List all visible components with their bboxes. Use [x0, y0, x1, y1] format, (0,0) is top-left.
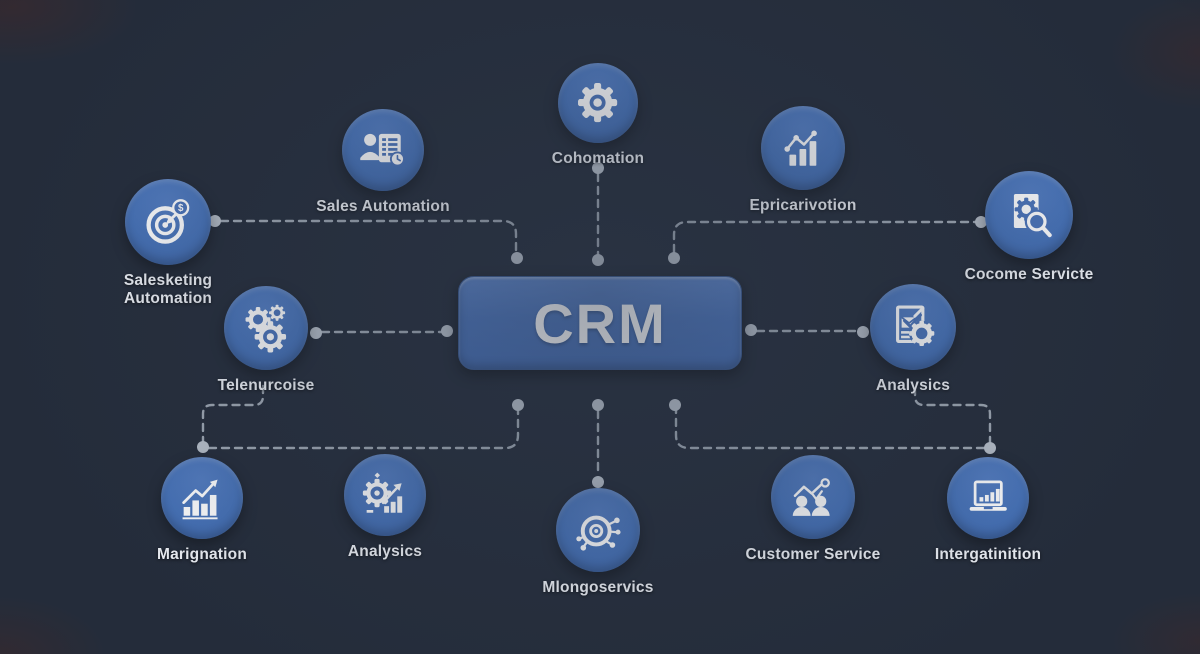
node-label: Salesketing Automation [123, 272, 213, 307]
node-circle [985, 171, 1073, 259]
node-analysics-right: Analysics [870, 284, 956, 394]
node-label: Mlongoservics [542, 579, 654, 596]
laptop-chart-icon [969, 480, 1007, 511]
node-circle [556, 488, 640, 572]
connector-dot [592, 476, 604, 488]
node-circle [224, 286, 308, 370]
node-circle [344, 454, 426, 536]
connector-dot [745, 324, 757, 336]
people-trend-icon [792, 478, 831, 517]
connector-salesketing-to-crm [219, 219, 518, 254]
node-circle: $ [125, 179, 211, 265]
node-label: Analysics [875, 377, 951, 394]
node-circle [761, 106, 845, 190]
connector-dot [669, 399, 681, 411]
node-sales-automation: Sales Automation [316, 109, 450, 215]
connector-dot [441, 325, 453, 337]
node-telenurcoise: Telenurcoise [218, 286, 314, 394]
node-epricarivotion: Epricarivotion [749, 106, 856, 214]
connector-crm-to-cocome [672, 220, 977, 254]
connector-dot [984, 442, 996, 454]
connector-dot [592, 254, 604, 266]
connector-dot [668, 252, 680, 264]
node-circle [558, 63, 638, 143]
node-label: Sales Automation [316, 198, 450, 215]
node-intergatinition: Intergatinition [935, 457, 1041, 563]
target-network-icon [576, 515, 621, 551]
gear-growth-arrow-icon [362, 472, 402, 513]
node-label: Marignation [156, 546, 248, 563]
connector-dot [310, 327, 322, 339]
node-label: Cocome Servicte [964, 266, 1094, 283]
connector-intergatinition-to-crm [674, 409, 986, 450]
connector-marignation-to-crm [207, 409, 520, 450]
node-circle [342, 109, 424, 191]
target-dollar-icon: $ [146, 199, 190, 245]
connector-dot [857, 326, 869, 338]
node-label: Epricarivotion [749, 197, 857, 214]
connector-dot [512, 399, 524, 411]
node-marignation: Marignation [157, 457, 247, 563]
report-check-gear-icon [896, 305, 935, 347]
bar-chart-trend-icon [784, 130, 817, 166]
connector-dot [197, 441, 209, 453]
node-label: Intergatinition [934, 546, 1042, 563]
node-customer-service: Customer Service [745, 455, 880, 563]
node-label: Customer Service [745, 546, 881, 563]
connector-analysics-down [913, 386, 992, 444]
node-analysics-bottom: Analysics [344, 454, 426, 560]
node-circle [947, 457, 1029, 539]
svg-text:$: $ [178, 204, 184, 215]
node-cocome-servicte: Cocome Servicte [965, 171, 1093, 283]
person-document-clock-icon [360, 133, 405, 167]
crm-title: CRM [533, 291, 667, 355]
document-gear-magnifier-icon [1013, 193, 1054, 239]
node-circle [771, 455, 855, 539]
gear-icon [578, 83, 618, 123]
node-mlongoservics: Mlongoservics [542, 488, 653, 596]
connector-dot [511, 252, 523, 264]
three-gears-icon [245, 304, 287, 353]
node-circle [870, 284, 956, 370]
growth-bars-arrow-icon [182, 479, 218, 520]
node-cohomation: Cohomation [552, 63, 644, 167]
crm-center-box: CRM [458, 276, 742, 370]
node-circle [161, 457, 243, 539]
node-label: Telenurcoise [217, 377, 315, 394]
node-label: Analysics [347, 543, 423, 560]
connector-dot [592, 399, 604, 411]
node-salesketing-automation: $ Salesketing Automation [124, 179, 212, 307]
node-label: Cohomation [551, 150, 645, 167]
